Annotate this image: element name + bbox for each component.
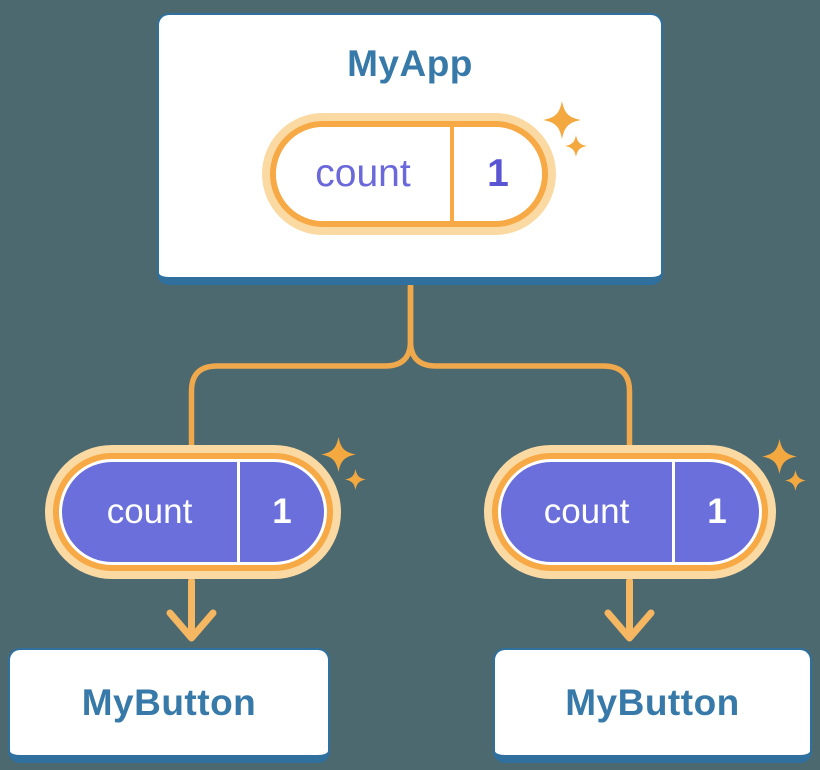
down-arrow-icon	[604, 577, 655, 642]
sparkle-icon	[345, 469, 366, 490]
state-value: 1	[272, 492, 292, 531]
sparkle-icon	[565, 135, 587, 157]
sparkle-icon	[321, 437, 356, 472]
state-value: 1	[707, 492, 727, 531]
pill-divider	[450, 127, 454, 221]
myapp-node-title: MyApp	[347, 43, 473, 84]
right-state-pill: count 1	[484, 445, 776, 579]
left-state-pill: count 1	[45, 445, 341, 579]
pill-divider	[672, 462, 675, 562]
mybutton-node-title: MyButton	[81, 681, 257, 723]
state-value: 1	[487, 152, 509, 195]
pill-divider	[237, 462, 240, 562]
sparkle-icon	[762, 439, 797, 474]
mybutton-node-left: MyButton	[8, 648, 330, 763]
branch-left-line	[188, 283, 414, 463]
state-label: count	[543, 492, 630, 531]
pill-ring: count 1	[492, 453, 768, 571]
state-label: count	[315, 152, 411, 195]
root-state-pill: count 1	[262, 113, 556, 235]
sparkle-icon	[785, 470, 806, 491]
sparkle-icon	[543, 101, 581, 139]
pill-ring: count 1	[53, 453, 333, 571]
pill-ring: count 1	[270, 121, 548, 227]
branch-right-line	[407, 283, 633, 463]
down-arrow-icon	[166, 577, 217, 642]
state-label: count	[106, 492, 193, 531]
mybutton-node-right: MyButton	[493, 648, 812, 763]
mybutton-node-title: MyButton	[565, 681, 740, 723]
